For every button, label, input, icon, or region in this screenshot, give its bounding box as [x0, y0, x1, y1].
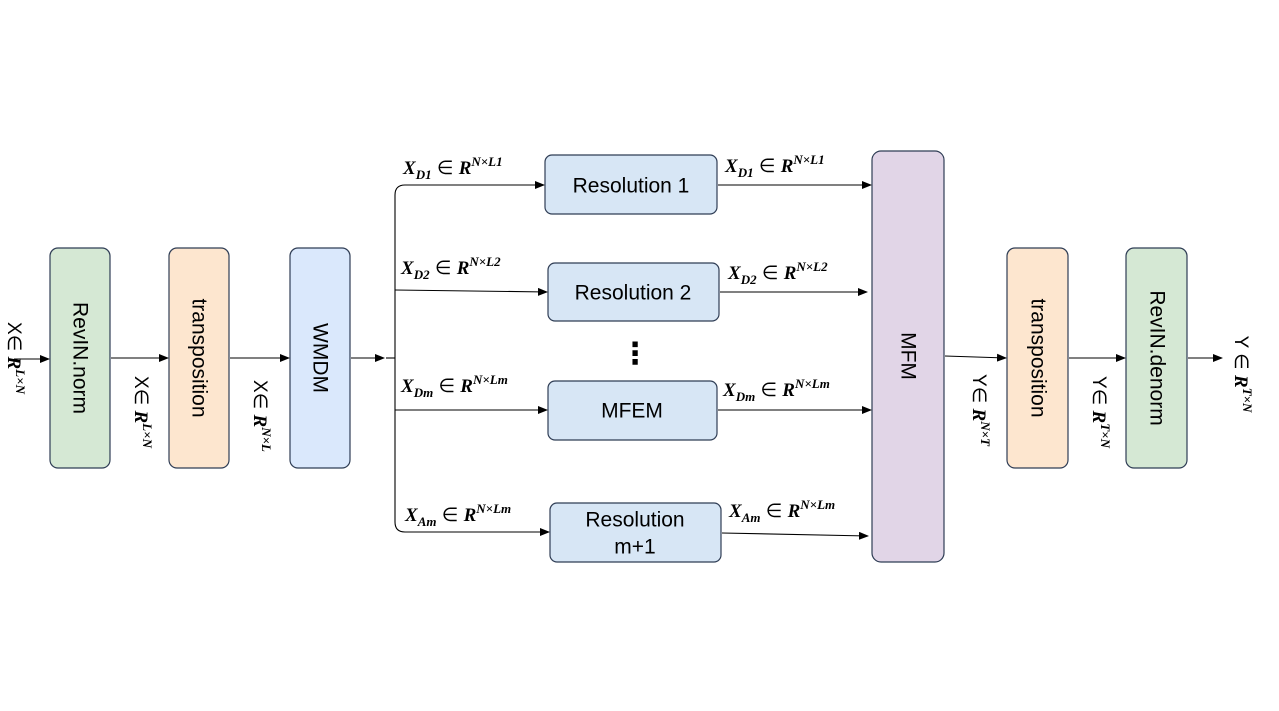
revin-denorm-label: RevIN.denorm: [1146, 290, 1169, 425]
mfm-box: MFM: [871, 150, 945, 563]
resolution-m1-label-line2: m+1: [614, 536, 655, 559]
branch-trunk-down: [394, 358, 406, 533]
label-xd2-in: XD2 ∈ RN×L2: [400, 254, 501, 282]
label-xd2-out: XD2 ∈ RN×L2: [727, 259, 828, 287]
wmdm-box: WMDM: [289, 247, 351, 469]
revin-denorm-box: RevIN.denorm: [1125, 247, 1188, 469]
resolution-2-box: Resolution 2: [547, 262, 720, 322]
label-xd1-in: XD1 ∈ RN×L1: [402, 154, 503, 182]
transposition-in-box: transposition: [168, 247, 230, 469]
resolution-m1-label-line1: Resolution: [585, 509, 684, 532]
resolution-1-label: Resolution 1: [573, 175, 690, 198]
transposition-in-label: transposition: [188, 298, 211, 417]
resolution-1-box: Resolution 1: [544, 154, 718, 215]
revin-norm-box: RevIN.norm: [49, 247, 111, 469]
arrow-resolution-m1-to-mfm: [721, 531, 869, 540]
ellipsis-vertical: ⋮: [620, 337, 650, 372]
resolution-m1-box: Resolution m+1: [549, 502, 722, 563]
mfem-box: MFEM: [547, 380, 718, 441]
arrow-mfm-to-transpose: [944, 353, 1007, 362]
label-xam-in: XAm ∈ RN×Lm: [404, 501, 511, 529]
mfem-label: MFEM: [601, 400, 663, 423]
label-after-mfm: Y∈ RN×T: [969, 374, 994, 447]
label-after-transpose: X∈ RN×L: [250, 380, 275, 452]
label-input: X∈ RL×N: [4, 322, 29, 395]
transposition-out-label: transposition: [1027, 298, 1050, 417]
revin-norm-label: RevIN.norm: [69, 302, 92, 414]
label-after-norm: X∈ RL×N: [131, 376, 156, 449]
transposition-out-box: transposition: [1006, 247, 1069, 469]
label-after-transpose-out: Y∈ RT×N: [1089, 376, 1114, 449]
label-xd1-out: XD1 ∈ RN×L1: [724, 152, 825, 180]
branch-trunk-up: [394, 184, 406, 358]
label-output: Y ∈ RT×N: [1231, 336, 1256, 413]
label-xam-out: XAm ∈ RN×Lm: [728, 497, 835, 525]
wmdm-label: WMDM: [309, 323, 332, 393]
label-xdm-out: XDm ∈ RN×Lm: [722, 376, 830, 404]
mfm-label: MFM: [897, 332, 920, 380]
arrow-to-resolution-2: [394, 287, 548, 296]
resolution-2-label: Resolution 2: [575, 282, 692, 305]
label-xdm-in: XDm ∈ RN×Lm: [400, 372, 508, 400]
